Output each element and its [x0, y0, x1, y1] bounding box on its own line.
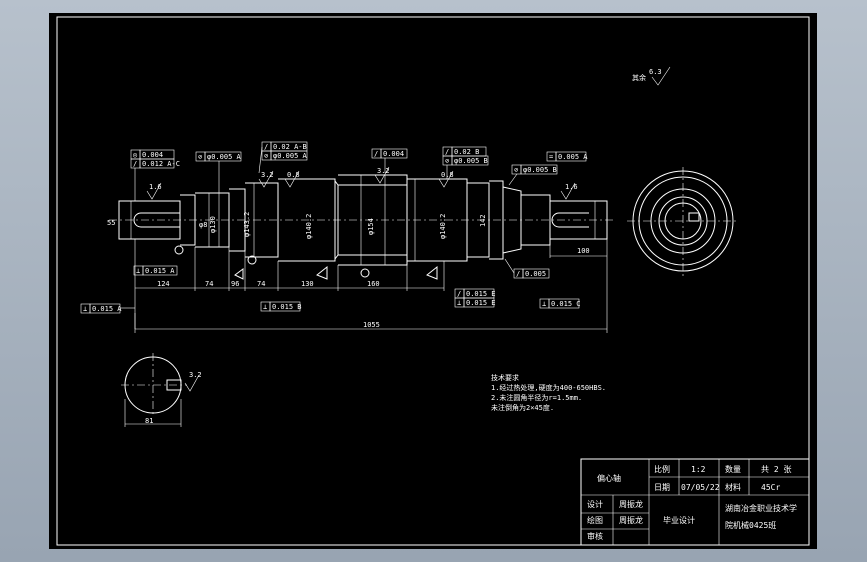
- tb-date-value: 07/05/22: [681, 483, 720, 492]
- gdt-sym-16: ⊥: [263, 303, 267, 311]
- dia-7: φ140.2: [439, 214, 447, 239]
- tb-design-label: 设计: [587, 499, 603, 509]
- dim-len-3: 96: [231, 280, 239, 288]
- dim-len-1: 124: [157, 280, 170, 288]
- section-width: 81: [145, 417, 153, 425]
- notes-title: 技术要求: [491, 373, 519, 382]
- gdt-text-16: 0.015 B: [272, 303, 302, 311]
- title-block: 偏心轴 比例 1:2 数量 共 2 张 日期 07/05/22 材料 45Cr …: [580, 458, 810, 546]
- dim-len-5: 130: [301, 280, 314, 288]
- tb-project: 毕业设计: [663, 515, 695, 525]
- tb-material-label: 材料: [725, 482, 741, 492]
- tb-school: 湖南冶金职业技术学: [725, 503, 797, 513]
- gdt-sym-17: ⊥: [83, 305, 87, 313]
- dia-2: φ8: [199, 221, 207, 229]
- shaft-end-view: [627, 167, 739, 277]
- gdt-text-7: 0.02 B: [454, 148, 479, 156]
- gdt-sym-7: /: [445, 148, 449, 156]
- tb-scale-label: 比例: [654, 464, 670, 474]
- dimension-lines: 124 74 96 74 130 160 100 1055: [134, 239, 608, 333]
- gdt-sym-14: ⊥: [457, 299, 461, 307]
- dia-8: 142: [479, 214, 487, 227]
- gdt-text-13: 0.015 E: [466, 290, 496, 298]
- tb-draw-value: 周振龙: [619, 515, 643, 525]
- section-view: 3.2 81: [121, 353, 202, 427]
- diameter-labels: 55 φ8 φ130 φ143.2 φ140.2 φ154 φ140.2 142: [107, 212, 487, 239]
- finish-mark-3: 0.8: [287, 171, 300, 179]
- notes-line-2: 2.未注圆角半径为r=1.5mm.: [491, 393, 582, 402]
- finish-mark-1: 1.6: [149, 183, 162, 191]
- dia-5: φ140.2: [305, 214, 313, 239]
- dia-3: φ130: [209, 216, 217, 233]
- tb-qty-value: 共 2 张: [761, 465, 791, 474]
- tb-check-label: 审核: [587, 531, 603, 541]
- gdt-text-14: 0.015 E: [466, 299, 496, 307]
- gdt-text-9: φ0.005 B: [523, 166, 557, 174]
- tb-date-label: 日期: [654, 483, 670, 492]
- gdt-sym-1: ◎: [133, 151, 138, 159]
- gdt-text-6: 0.004: [383, 150, 404, 158]
- shaft-main-view: [109, 174, 615, 280]
- dia-4: φ143.2: [243, 212, 251, 237]
- finish-mark-4: 3.2: [377, 167, 390, 175]
- gdt-frames: ◎ 0.004 / 0.012 A-C ⊘ φ0.005 A / 0.02 A-…: [80, 141, 588, 314]
- cad-drawing: 其余 6.3: [56, 16, 810, 546]
- gdt-text-2: 0.012 A-C: [142, 160, 180, 168]
- gdt-text-10: 0.005 A: [558, 153, 588, 161]
- dia-6: φ154: [367, 218, 375, 235]
- roughness-label: 其余: [632, 73, 646, 82]
- gdt-text-12: 0.005: [525, 270, 546, 278]
- dim-total-length: 1055: [363, 321, 380, 329]
- gdt-sym-11: ⊥: [136, 267, 140, 275]
- gdt-sym-9: ⊘: [514, 166, 518, 174]
- gdt-sym-10: =: [549, 153, 553, 161]
- tb-scale-value: 1:2: [691, 465, 706, 474]
- notes-line-1: 1.经过热处理,硬度为400-650HBS.: [491, 383, 606, 392]
- tb-part-name: 偏心轴: [597, 473, 621, 483]
- notes-line-3: 未注倒角为2×45度.: [491, 403, 554, 412]
- gdt-text-11: 0.015 A: [145, 267, 175, 275]
- roughness-value: 6.3: [649, 68, 662, 76]
- tb-design-value: 周振龙: [619, 499, 643, 509]
- drawing-frame: [56, 16, 810, 546]
- general-roughness: 其余 6.3: [632, 66, 671, 86]
- section-finish: 3.2: [189, 371, 202, 379]
- gdt-text-1: 0.004: [142, 151, 163, 159]
- dia-1: 55: [107, 219, 115, 227]
- gdt-sym-15: ⊥: [542, 300, 546, 308]
- tb-material-value: 45Cr: [761, 483, 780, 492]
- dim-len-6: 160: [367, 280, 380, 288]
- finish-marks: 1.6 3.2 0.8 3.2 0.8 1.6: [146, 166, 578, 200]
- gdt-text-4: 0.02 A-B: [273, 143, 307, 151]
- dim-len-2: 74: [205, 280, 213, 288]
- gdt-sym-13: /: [457, 290, 461, 298]
- finish-mark-2: 3.2: [261, 171, 274, 179]
- dim-len-7: 100: [577, 247, 590, 255]
- gdt-sym-8: ⊘: [445, 157, 449, 165]
- gdt-text-5: φ0.005 A: [273, 152, 308, 160]
- tb-class: 院机械0425班: [725, 520, 776, 530]
- technical-notes: 技术要求 1.经过热处理,硬度为400-650HBS. 2.未注圆角半径为r=1…: [491, 373, 606, 412]
- finish-mark-6: 1.6: [565, 183, 578, 191]
- gdt-sym-6: /: [374, 150, 378, 158]
- finish-mark-5: 0.8: [441, 171, 454, 179]
- gdt-text-3: φ0.005 A: [207, 153, 242, 161]
- gdt-text-8: φ0.005 B: [454, 157, 488, 165]
- gdt-text-17: 0.015 A: [92, 305, 122, 313]
- gdt-sym-5: ⊘: [264, 152, 268, 160]
- dim-len-4: 74: [257, 280, 265, 288]
- gdt-sym-4: /: [264, 143, 268, 151]
- gdt-text-15: 0.015 C: [551, 300, 581, 308]
- tb-draw-label: 绘图: [587, 515, 603, 525]
- gdt-sym-3: ⊘: [198, 153, 202, 161]
- gdt-sym-2: /: [133, 160, 137, 168]
- gdt-sym-12: /: [516, 270, 520, 278]
- tb-qty-label: 数量: [725, 464, 741, 474]
- drawing-sheet[interactable]: 其余 6.3: [49, 13, 817, 549]
